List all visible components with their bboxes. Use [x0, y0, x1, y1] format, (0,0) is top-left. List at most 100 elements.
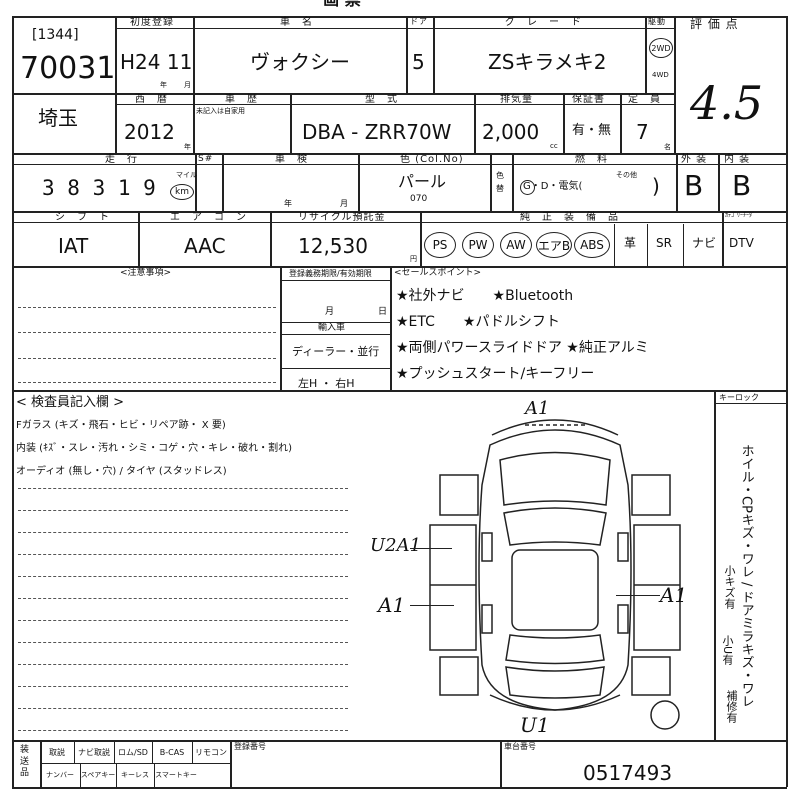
sales-point-2: ★ETC ★パドルシフト: [396, 314, 560, 330]
registration-month: 月: [325, 307, 335, 317]
score-value: 4.5: [690, 76, 764, 130]
equip-airbag-circled: エアB: [536, 232, 572, 258]
fuel-close: ): [652, 174, 660, 198]
car-hood: [499, 451, 611, 506]
shift-value: IAT: [58, 234, 89, 258]
history-label: 車 歴: [225, 94, 258, 105]
damage-mark-front: A1: [525, 398, 550, 419]
lot-number: 70031: [20, 51, 116, 86]
fuel-value: G・D・電気(: [523, 181, 583, 192]
drive-4wd: 4WD: [652, 71, 669, 79]
fuel-other: その他: [616, 171, 637, 179]
sales-point-3: ★両側パワースライドドア ★純正アルミ: [396, 340, 649, 356]
lot-code: [1344]: [32, 27, 79, 43]
side-repair: 補修有: [725, 690, 738, 723]
first-reg-label: 初度登録: [130, 17, 174, 28]
damage-mark-left-upper: U2A1: [370, 535, 422, 556]
acc-rom-sd: ロム/SD: [118, 747, 148, 757]
car-name-value: ヴォクシー: [250, 50, 350, 74]
ac-label: エ ア コ ン: [170, 212, 247, 223]
door-label: ドア: [410, 17, 428, 26]
displacement-unit: cc: [550, 142, 558, 150]
mileage-unit-km-circled: km: [170, 184, 194, 200]
car-rear-window: [505, 634, 605, 665]
capacity-value: 7: [636, 120, 649, 144]
chassis-label: 車台番号: [504, 742, 536, 751]
exterior-value: B: [684, 169, 704, 202]
equip-abs-circled: ABS: [574, 232, 610, 258]
acc-number-plate: ナンバー: [46, 771, 74, 779]
inspection-year: 年: [284, 199, 292, 208]
drive-label: 駆動: [648, 17, 666, 26]
steering-label: 左H ・ 右H: [298, 377, 355, 390]
first-reg-month-unit: 月: [184, 81, 191, 89]
year-value: 2012: [124, 120, 175, 144]
car-roof: [511, 549, 599, 631]
reg-number-label: 登録番号: [234, 742, 266, 751]
car-damage-diagram: [429, 419, 681, 730]
chassis-value: 0517493: [583, 761, 673, 785]
acc-manual: 取説: [49, 747, 65, 757]
glass-line: Fガラス (キズ・飛石・ヒビ・リペア跡・ X 要): [16, 420, 226, 431]
capacity-label: 定 員: [628, 94, 661, 105]
recycle-label: リサイクル預託金: [298, 212, 386, 223]
acc-bcas: B-CAS: [159, 747, 185, 757]
side-small-scratch-1: 小キズ有: [723, 565, 736, 609]
inspector-section-label: < 検査員記入欄 >: [16, 395, 125, 410]
displacement-value: 2,000: [482, 120, 540, 144]
car-right-fender: [631, 474, 671, 516]
sales-point-1: ★社外ナビ ★Bluetooth: [396, 288, 574, 304]
wheel-mirror-damage-text: ホイル・CPキズ・ワレ / ドアミラキズ・ワレ: [738, 444, 754, 708]
inspection-month: 月: [340, 199, 348, 208]
car-outline-body: [478, 429, 632, 711]
region-value: 埼玉: [38, 106, 78, 130]
displacement-label: 排気量: [500, 94, 533, 105]
car-left-rear-quarter: [439, 656, 479, 696]
mileage-sub-label: S#: [198, 154, 214, 164]
grade-value: ZSキラメキ2: [488, 50, 607, 74]
mileage-digits: 3 8 3 1 9: [42, 176, 156, 200]
model-value: DBA - ZRR70W: [302, 120, 452, 144]
equip-leather: 革: [624, 236, 637, 250]
car-left-doors: [429, 524, 477, 651]
color-value: パール: [398, 172, 447, 191]
equip-dtv: DTV: [729, 236, 754, 250]
import-label: 輸入車: [318, 323, 346, 333]
side-small-scratch-2: 小U有: [721, 635, 734, 666]
sales-point-4: ★プッシュスタート/キーフリー: [396, 366, 595, 382]
car-windshield: [503, 507, 607, 546]
drive-2wd-circled: 2WD: [649, 38, 673, 58]
accessories-side-label: 装送品: [20, 745, 30, 779]
acc-spare-key: スペアキー: [80, 771, 116, 779]
acc-smart-key: スマートキー: [155, 771, 197, 779]
inspection-label: 車 検: [275, 154, 308, 165]
acc-remote: リモコン: [195, 747, 227, 757]
score-label: 評 価 点: [690, 17, 739, 31]
acc-keyless: キーレス: [121, 771, 149, 779]
capacity-unit: 名: [664, 143, 671, 151]
car-right-rear-quarter: [631, 656, 671, 696]
key-lock-label: キーロック: [719, 393, 759, 402]
first-reg-year-unit: 年: [160, 81, 167, 89]
mileage-unit-mile: マイル: [176, 171, 197, 179]
caution-label: <注意事項>: [120, 268, 172, 278]
color-change-label: 色替: [496, 171, 504, 193]
grade-label: グ レ ー ド: [505, 17, 582, 28]
damage-mark-left-lower: A1: [378, 593, 406, 617]
equip-sr: SR: [656, 236, 672, 250]
acc-navi-manual: ナビ取説: [78, 747, 110, 757]
equip-ps-circled: PS: [424, 232, 456, 258]
interior-value: B: [732, 169, 752, 202]
recycle-value: 12,530: [298, 234, 368, 258]
year-unit: 年: [184, 143, 191, 151]
sheet-title-fragment: ー ー 画 票: [280, 0, 361, 8]
sales-points-label: <セールスポイント>: [394, 268, 482, 278]
history-note: 未記入は自家用: [196, 107, 245, 115]
door-value: 5: [412, 50, 425, 74]
damage-mark-right: A1: [660, 583, 688, 607]
equip-pw-circled: PW: [462, 232, 494, 258]
equip-navi: ナビ: [692, 236, 717, 250]
registration-label: 登録義務期限/有効期限: [289, 269, 372, 278]
interior-damage-line: 内装 (ｷｽﾞ・スレ・汚れ・シミ・コゲ・穴・キレ・破れ・割れ): [16, 443, 292, 454]
